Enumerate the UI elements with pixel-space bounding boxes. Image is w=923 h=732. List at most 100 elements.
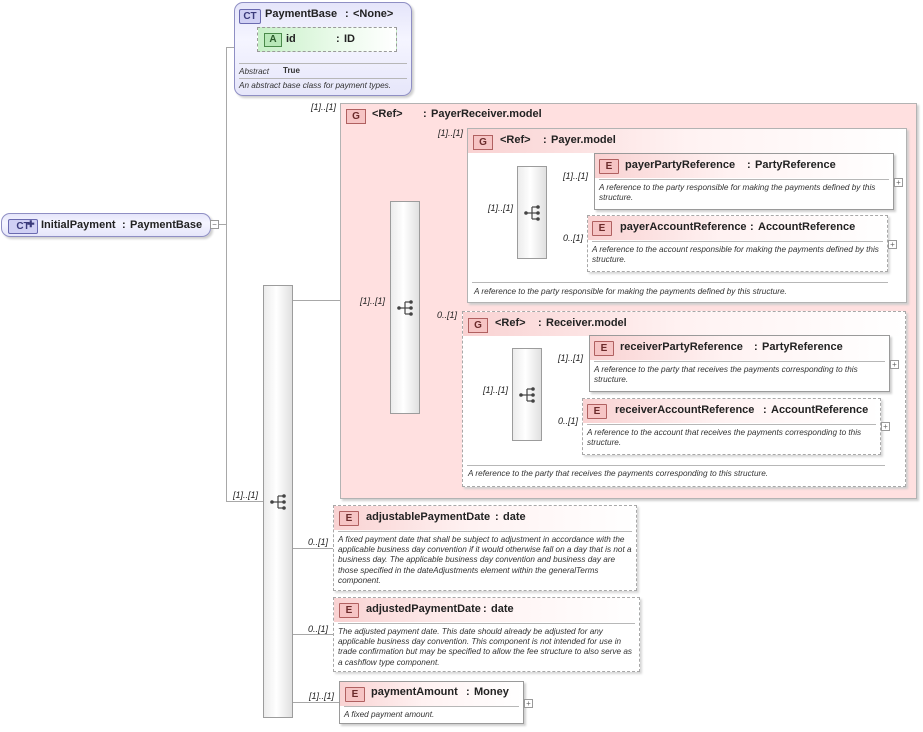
separator: :: [345, 8, 349, 20]
attribute-row[interactable]: A id : ID: [257, 27, 397, 52]
divider: [599, 179, 889, 180]
divider: [239, 78, 407, 79]
separator: :: [495, 511, 499, 523]
element-tag: E: [592, 221, 612, 236]
prop-value: True: [283, 66, 300, 75]
separator: :: [466, 686, 470, 698]
multiplicity: [1]..[1]: [488, 203, 514, 213]
divider: [338, 531, 632, 532]
connector-line: [292, 634, 333, 635]
attribute-name: id: [286, 33, 296, 45]
base-name: PaymentBase: [265, 8, 338, 20]
element-tag: E: [587, 404, 607, 419]
multiplicity: [1]..[1]: [311, 102, 337, 112]
group-tag: G: [346, 109, 366, 124]
element-header: [595, 154, 893, 178]
multiplicity: 0..[1]: [563, 233, 584, 243]
connector-line: [226, 501, 263, 502]
separator: :: [543, 134, 547, 146]
element-description: A reference to the party that receives t…: [594, 365, 858, 385]
separator: :: [754, 341, 758, 353]
separator: :: [336, 33, 340, 45]
divider: [344, 706, 519, 707]
separator: :: [483, 603, 487, 615]
adjusted-payment-date-element[interactable]: E adjustedPaymentDate : date The adjuste…: [333, 597, 640, 672]
divider: [338, 623, 635, 624]
element-description: The adjusted payment date. This date sho…: [338, 627, 632, 667]
expand-button[interactable]: +: [890, 360, 899, 369]
multiplicity: [1]..[1]: [309, 691, 335, 701]
expand-button[interactable]: +: [888, 240, 897, 249]
divider: [592, 241, 883, 242]
sequence-compositor[interactable]: [517, 166, 547, 259]
root-type: PaymentBase: [130, 219, 203, 231]
payer-account-reference-element[interactable]: E payerAccountReference : AccountReferen…: [587, 215, 888, 272]
connector-line: [292, 702, 339, 703]
adjustable-payment-date-element[interactable]: E adjustablePaymentDate : date A fixed p…: [333, 505, 637, 591]
divider: [472, 282, 888, 283]
multiplicity: [1]..[1]: [558, 353, 584, 363]
expand-button[interactable]: +: [894, 178, 903, 187]
group-ref: <Ref>: [495, 317, 526, 329]
root-type-box[interactable]: CT ✚ InitialPayment : PaymentBase: [1, 213, 211, 237]
group-ref: <Ref>: [372, 108, 403, 120]
complex-type-tag: CT: [8, 219, 38, 234]
element-description: A reference to the party responsible for…: [599, 183, 876, 203]
element-type: AccountReference: [758, 221, 856, 233]
element-tag: E: [345, 687, 365, 702]
element-name: adjustablePaymentDate: [366, 511, 491, 523]
element-name: payerAccountReference: [620, 221, 747, 233]
element-header: [334, 506, 636, 530]
group-description: A reference to the party responsible for…: [474, 287, 787, 296]
element-name: receiverPartyReference: [620, 341, 743, 353]
group-tag: G: [468, 318, 488, 333]
divider: [467, 465, 885, 466]
multiplicity: 0..[1]: [308, 624, 329, 634]
attribute-type: ID: [344, 33, 355, 45]
element-description: A fixed payment date that shall be subje…: [338, 535, 632, 585]
sequence-compositor[interactable]: [512, 348, 542, 441]
connector-line: [292, 548, 333, 549]
divider: [239, 63, 407, 64]
expand-button[interactable]: +: [524, 699, 533, 708]
root-name: InitialPayment: [41, 219, 116, 231]
separator: :: [763, 404, 767, 416]
sequence-compositor[interactable]: [390, 201, 420, 414]
plus-icon: ✚: [27, 219, 35, 229]
separator: :: [423, 108, 427, 120]
base-description: An abstract base class for payment types…: [239, 81, 391, 90]
group-description: A reference to the party that receives t…: [468, 469, 769, 478]
group-ref: <Ref>: [500, 134, 531, 146]
sequence-icon: [519, 387, 535, 403]
base-type-box[interactable]: CT PaymentBase : <None> A id : ID Abstra…: [234, 2, 412, 96]
group-header: [468, 129, 906, 153]
connector-line: [212, 224, 226, 225]
element-description: A fixed payment amount.: [344, 710, 435, 719]
element-header: [340, 682, 523, 706]
multiplicity: 0..[1]: [558, 416, 579, 426]
receiver-party-reference-element[interactable]: E receiverPartyReference : PartyReferenc…: [589, 335, 890, 392]
payer-party-reference-element[interactable]: E payerPartyReference : PartyReference A…: [594, 153, 894, 210]
element-name: receiverAccountReference: [615, 404, 755, 416]
sequence-compositor[interactable]: [263, 285, 293, 718]
sequence-icon: [270, 494, 286, 510]
element-name: adjustedPaymentDate: [366, 603, 481, 615]
element-tag: E: [339, 511, 359, 526]
separator: :: [747, 159, 751, 171]
element-header: [588, 216, 887, 240]
payment-amount-element[interactable]: E paymentAmount : Money A fixed payment …: [339, 681, 524, 724]
base-type: <None>: [353, 8, 394, 20]
multiplicity: [1]..[1]: [483, 385, 509, 395]
receiver-account-reference-element[interactable]: E receiverAccountReference : AccountRefe…: [582, 398, 881, 455]
divider: [587, 424, 876, 425]
group-header: [463, 312, 905, 336]
group-name: Receiver.model: [546, 317, 627, 329]
separator: :: [122, 219, 126, 231]
element-type: AccountReference: [771, 404, 869, 416]
expand-button[interactable]: +: [881, 422, 890, 431]
element-type: PartyReference: [762, 341, 843, 353]
multiplicity: [1]..[1]: [563, 171, 589, 181]
element-type: PartyReference: [755, 159, 836, 171]
collapse-button[interactable]: −: [210, 220, 219, 229]
sequence-icon: [524, 205, 540, 221]
